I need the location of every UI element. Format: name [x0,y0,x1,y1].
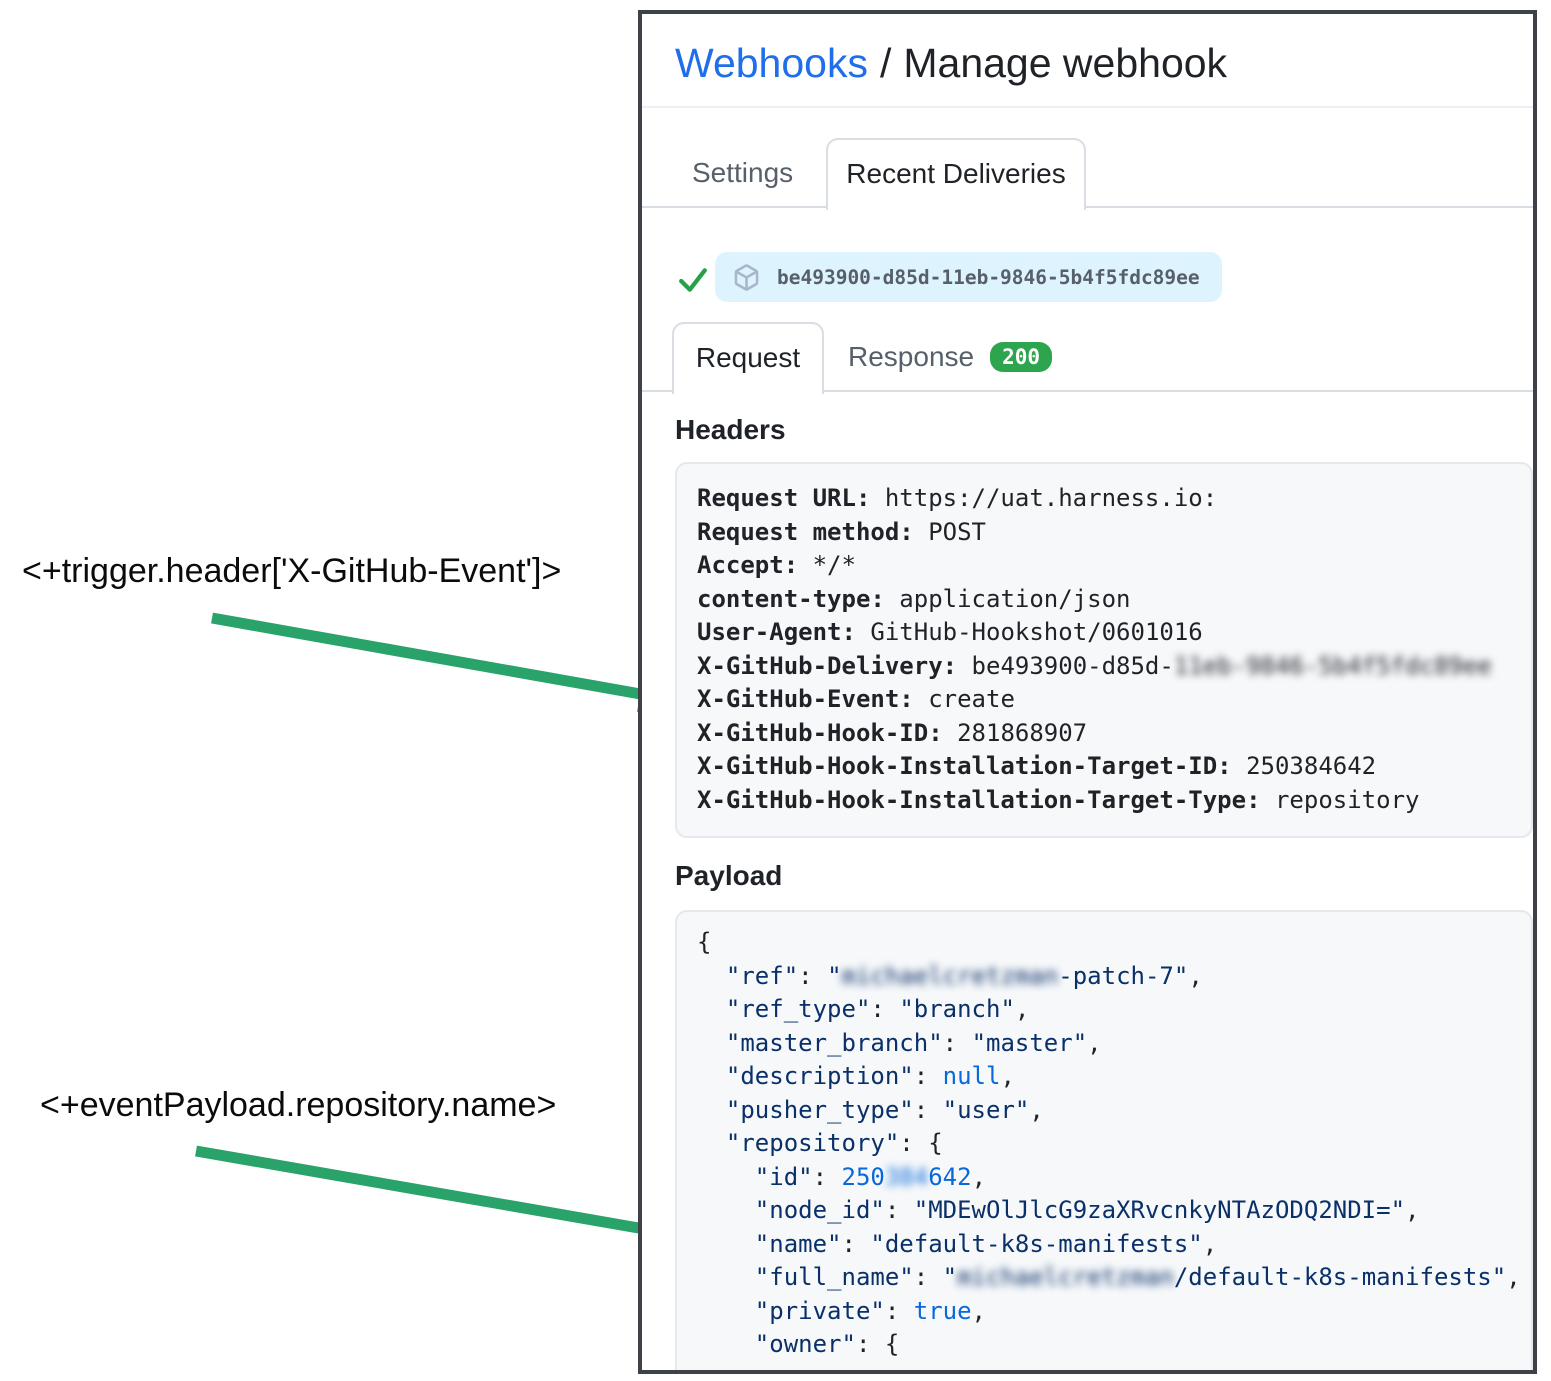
payload-code-box: { "ref": "michaelcretzman-patch-7", "ref… [675,910,1533,1370]
payload-line: "ref_type": "branch", [725,995,1030,1023]
breadcrumb-webhooks-link[interactable]: Webhooks [675,40,868,86]
payload-line: "repository": { [725,1129,943,1157]
delivery-id-pill[interactable]: be493900-d85d-11eb-9846-5b4f5fdc89ee [715,252,1222,302]
payload-line: "description": null, [725,1062,1015,1090]
header-line: X-GitHub-Delivery: be493900-d85d-11eb-98… [697,651,1492,680]
delivery-id-text: be493900-d85d-11eb-9846-5b4f5fdc89ee [777,265,1200,289]
request-response-tabnav: Request Response 200 [642,322,1533,394]
response-status-badge: 200 [990,342,1053,372]
payload-line: "private": true, [754,1296,986,1325]
page-title: Webhooks/Manage webhook [675,40,1227,87]
payload-line: "ref": "michaelcretzman-patch-7", [725,961,1203,990]
headers-section-heading: Headers [675,414,786,445]
tab-response-label: Response [848,341,975,372]
payload-line: "master_branch": "master", [725,1028,1102,1057]
breadcrumb-separator: / [879,40,892,86]
header-line: User-Agent: GitHub-Hookshot/0601016 [697,618,1203,646]
payload-line: "pusher_type": "user", [725,1095,1044,1124]
header-line: X-GitHub-Hook-Installation-Target-Type: … [697,785,1420,814]
payload-line: "name": "default-k8s-manifests", [754,1229,1218,1258]
title-divider [642,106,1533,108]
payload-line: { [697,928,712,956]
header-line: Request URL: https://uat.harness.io: [697,484,1218,512]
payload-line: "owner": { [754,1330,900,1358]
header-line: content-type: application/json [697,584,1131,613]
webhook-panel: Webhooks/Manage webhook Settings Recent … [638,10,1537,1374]
payload-line: "full_name": "michaelcretzman/default-k8… [754,1263,1521,1291]
tab-response[interactable]: Response 200 [838,322,1062,392]
header-line: Accept: */* [697,551,856,579]
tab-settings[interactable]: Settings [692,157,794,188]
payload-expression-annotation: <+eventPayload.repository.name> [40,1086,557,1124]
package-icon [733,263,760,291]
tab-request[interactable]: Request [672,322,824,394]
main-tabnav: Settings Recent Deliveries [642,138,1533,210]
header-line: X-GitHub-Event: create [697,685,1015,713]
breadcrumb-current: Manage webhook [903,40,1228,86]
header-line: Request method: POST [697,517,986,546]
headers-code-box: Request URL: https://uat.harness.io: Requ… [675,462,1533,838]
arrow-to-github-event [211,612,686,712]
trigger-expression-annotation: <+trigger.header['X-GitHub-Event']> [22,552,562,590]
payload-section-heading: Payload [675,860,783,891]
header-line: X-GitHub-Hook-Installation-Target-ID: 25… [697,752,1377,780]
header-line: X-GitHub-Hook-ID: 281868907 [697,718,1088,747]
payload-line: "node_id": "MDEwOlJlcG9zaXRvcnkyNTAzODQ2… [754,1196,1420,1224]
payload-line: "id": 250384642, [754,1162,987,1191]
delivery-success-check-icon [678,265,708,295]
tab-recent-deliveries[interactable]: Recent Deliveries [826,138,1086,210]
